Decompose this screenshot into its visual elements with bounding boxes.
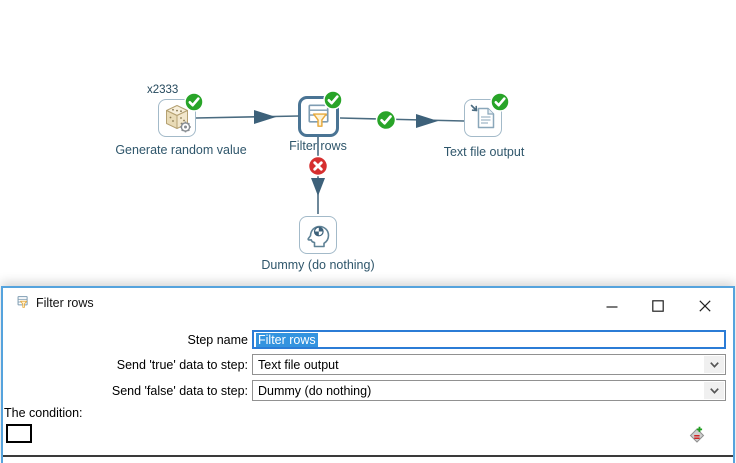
dialog-title: Filter rows <box>36 296 94 310</box>
filter-rows-icon <box>17 296 28 308</box>
condition-label: The condition: <box>4 406 83 420</box>
step-text-file-output[interactable] <box>464 99 502 137</box>
arrowhead-icon <box>311 178 325 196</box>
equals-icon <box>694 434 700 439</box>
step-label: Dummy (do nothing) <box>261 258 375 272</box>
gear-icon <box>180 121 191 133</box>
send-true-value: Text file output <box>258 357 339 372</box>
step-dummy[interactable] <box>299 216 337 254</box>
step-label: Text file output <box>443 145 525 159</box>
step-filter-rows[interactable] <box>298 96 339 137</box>
text-file-output-icon <box>470 104 495 129</box>
dummy-head-icon <box>307 225 330 248</box>
close-icon <box>699 300 711 312</box>
arrowhead-icon <box>416 114 438 128</box>
step-name-label: Step name <box>187 333 248 347</box>
send-false-select[interactable]: Dummy (do nothing) <box>252 380 726 401</box>
filter-rows-dialog: Filter rows Step name Filter rows <box>1 286 735 463</box>
negate-condition-box[interactable] <box>6 424 32 443</box>
condition-editor-edge <box>3 455 733 457</box>
selected-text: Filter rows <box>256 332 318 347</box>
close-button[interactable] <box>697 298 713 314</box>
maximize-icon <box>652 300 664 312</box>
chevron-down-icon <box>709 362 719 368</box>
chevron-down-icon <box>709 388 719 394</box>
step-label: Filter rows <box>289 139 347 153</box>
hop-generate-to-filter[interactable] <box>195 115 300 119</box>
send-false-label: Send 'false' data to step: <box>111 384 248 398</box>
step-generate-random-value[interactable] <box>158 99 196 137</box>
transformation-canvas[interactable]: x2333 <box>0 0 736 287</box>
minimize-button[interactable] <box>604 298 620 314</box>
filter-rows-icon <box>308 104 329 127</box>
plus-icon <box>696 426 703 432</box>
hop-filter-to-textfile[interactable] <box>339 117 465 122</box>
step-copies-indicator: x2333 <box>147 84 179 96</box>
hop-false-badge-icon <box>307 155 329 177</box>
add-condition-button[interactable] <box>688 426 706 444</box>
hop-true-badge-icon <box>375 109 397 131</box>
dialog-titlebar[interactable]: Filter rows <box>3 288 733 316</box>
arrowhead-icon <box>254 110 276 124</box>
status-badges <box>184 90 510 177</box>
step-label: Generate random value <box>115 143 247 157</box>
dice-gear-icon <box>166 105 191 133</box>
minimize-icon <box>606 306 618 308</box>
send-false-value: Dummy (do nothing) <box>258 383 372 398</box>
send-true-select[interactable]: Text file output <box>252 354 726 375</box>
hop-layer <box>184 90 510 214</box>
combo-dropdown-button[interactable] <box>704 382 724 399</box>
step-name-input[interactable]: Filter rows <box>252 330 726 349</box>
maximize-button[interactable] <box>650 298 666 314</box>
combo-dropdown-button[interactable] <box>704 356 724 373</box>
send-true-label: Send 'true' data to step: <box>116 358 248 372</box>
hop-arrowheads <box>254 110 438 196</box>
